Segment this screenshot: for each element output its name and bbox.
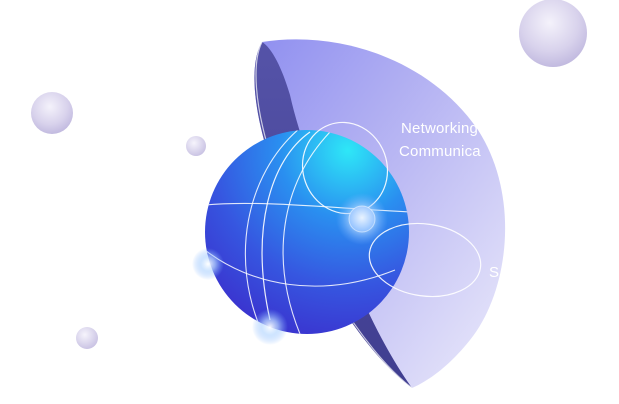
bubble-small-mid — [186, 136, 206, 156]
shell-inner-face — [254, 42, 412, 388]
node-main-icon — [348, 205, 376, 233]
shell-labels: Networking Communica S — [399, 120, 499, 281]
orbit-ring-lower — [368, 222, 482, 298]
node-glow-left — [192, 248, 224, 280]
bubble-left — [31, 92, 73, 134]
network-nodes — [192, 193, 388, 345]
globe-sphere-icon — [205, 130, 409, 334]
label-communication: Communica — [399, 143, 481, 160]
orbit-arc-left — [261, 131, 311, 321]
orbit-rings — [261, 121, 482, 321]
label-partial-s: S — [489, 264, 499, 281]
label-networking: Networking — [401, 120, 478, 137]
bubble-bottom-left — [76, 327, 98, 349]
bubble-top-right — [519, 0, 587, 67]
node-glow-bottom — [252, 309, 288, 345]
